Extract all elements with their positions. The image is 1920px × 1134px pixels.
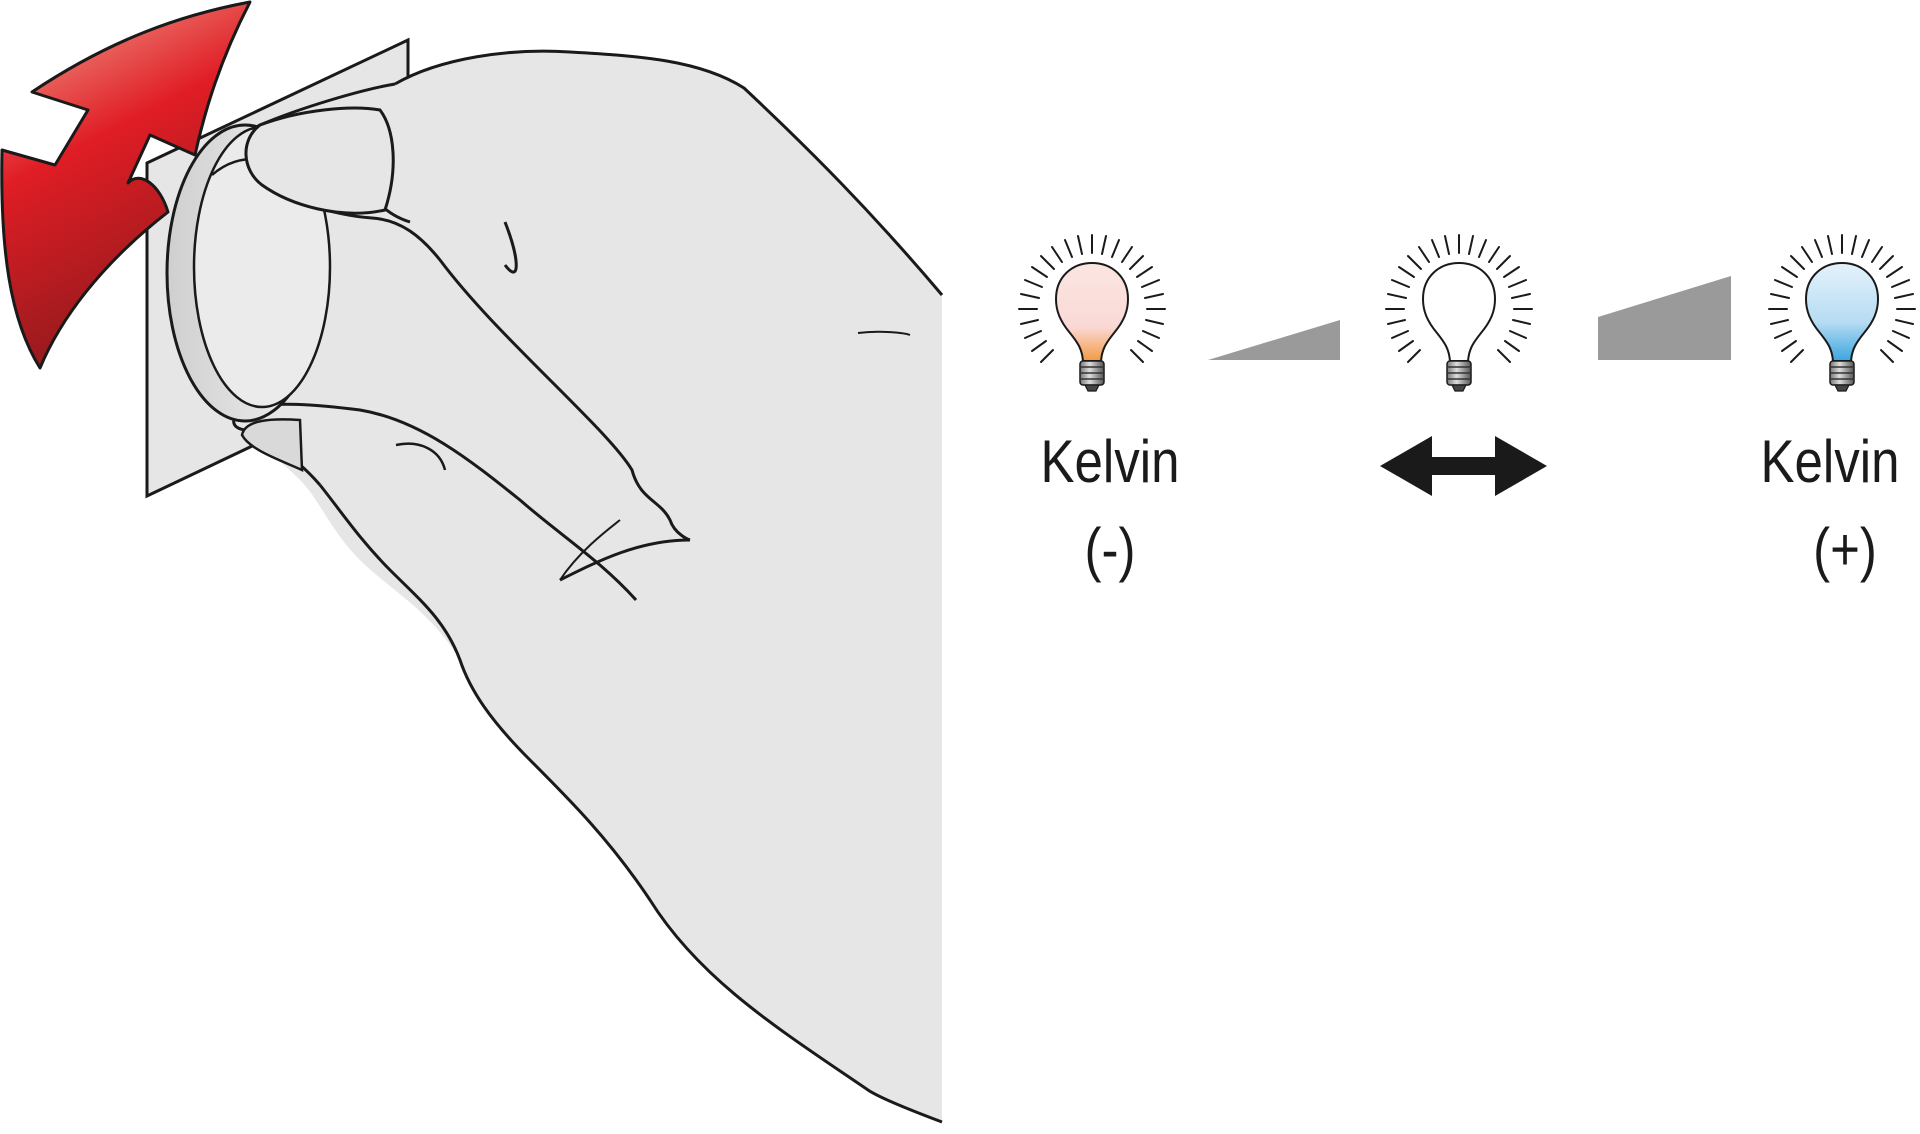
neutral-bulb-icon	[1385, 234, 1533, 392]
hand-silhouette	[236, 51, 942, 1123]
rotate-arrow-icon	[0, 0, 252, 370]
double-arrow-icon	[1380, 436, 1547, 496]
hand-back-outline	[394, 49, 944, 296]
low-kelvin-word: Kelvin	[1040, 428, 1180, 495]
cool-bulb-icon	[1768, 234, 1916, 392]
thumbnail	[240, 418, 304, 472]
wedge-high	[1598, 276, 1731, 360]
low-kelvin-sign: (-)	[1084, 516, 1136, 583]
hand-palm-outline	[318, 484, 943, 1124]
high-kelvin-word: Kelvin	[1760, 428, 1900, 495]
wedge-low	[1208, 320, 1340, 360]
warm-bulb-icon	[1018, 234, 1166, 392]
high-kelvin-sign: (+)	[1813, 516, 1877, 583]
